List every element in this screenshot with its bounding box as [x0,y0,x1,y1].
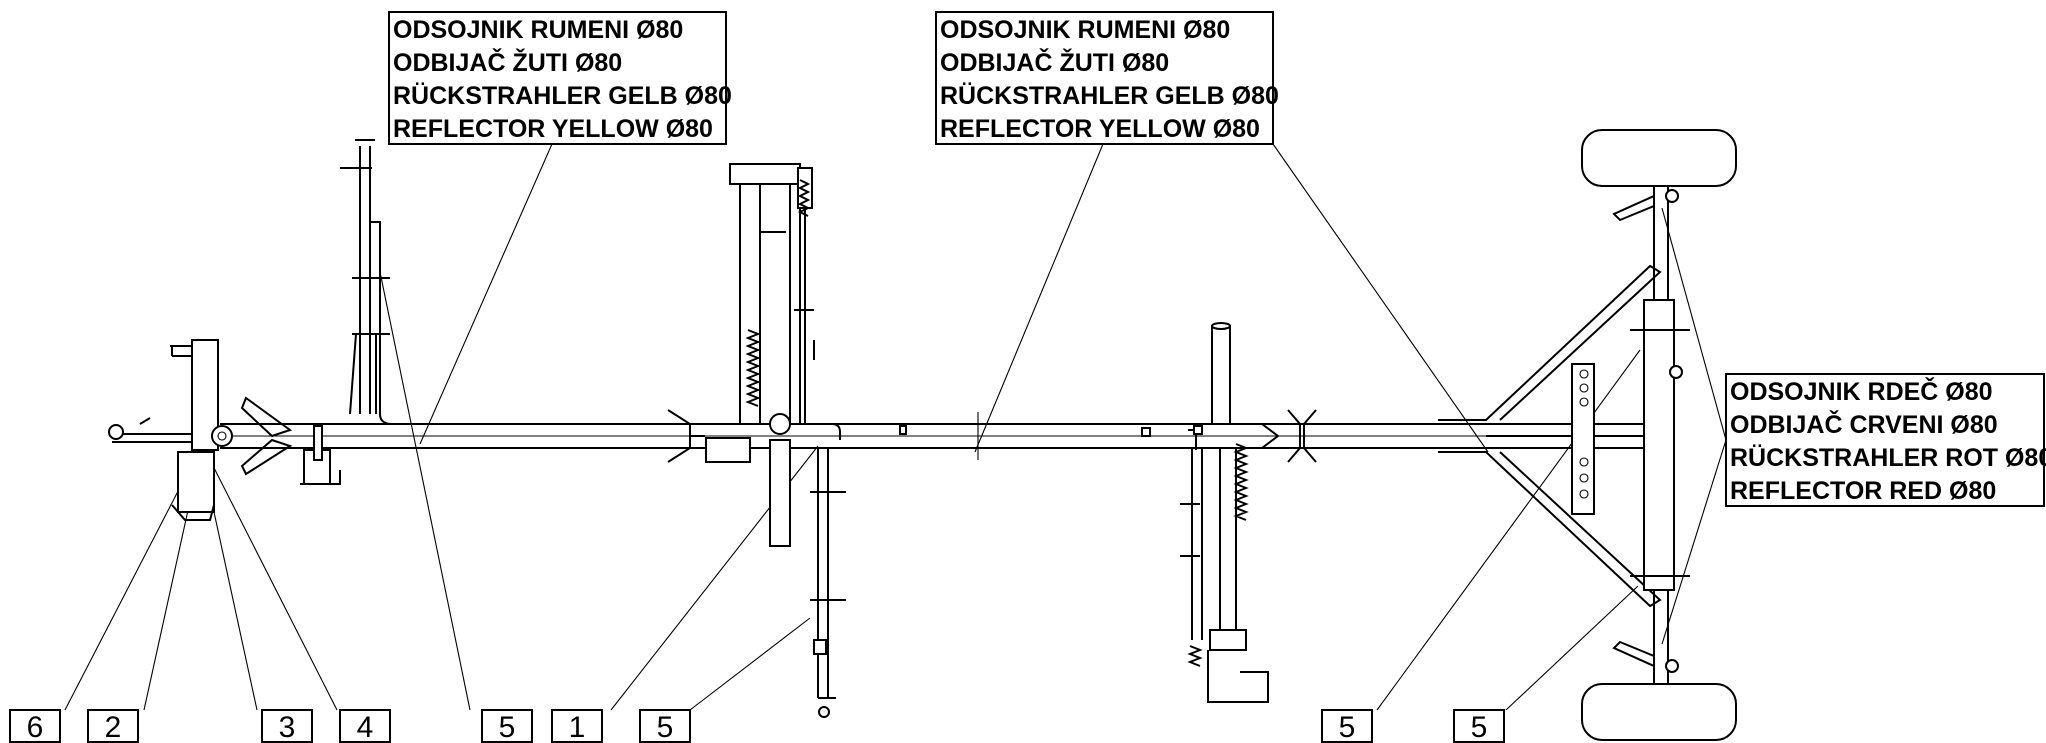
leader-lines [64,143,1727,711]
callout-number: 5 [1339,711,1356,743]
callout-number: 3 [279,711,296,743]
callout-number: 5 [1471,711,1488,743]
callout-number: 5 [657,711,674,743]
left-stand [300,425,341,485]
rotor-assembly-left [667,163,841,547]
callouts: 6 2 3 4 5 1 5 5 5 [9,709,1505,743]
label-box-yellow-left: ODSOJNIK RUMENI Ø80 ODBIJAČ ŽUTI Ø80 RÜC… [388,11,732,145]
callout-number: 1 [569,711,586,743]
label-line: ODSOJNIK RUMENI Ø80 [940,16,1230,44]
label-line: ODSOJNIK RUMENI Ø80 [393,16,683,44]
lower-arm [810,448,846,718]
label-box-yellow-center: ODSOJNIK RUMENI Ø80 ODBIJAČ ŽUTI Ø80 RÜC… [935,11,1279,145]
label-line: ODBIJAČ CRVENI Ø80 [1730,409,1998,439]
label-line: REFLECTOR YELLOW Ø80 [940,115,1260,143]
rotor-assembly-right [1180,322,1269,703]
label-line: ODSOJNIK RDEČ Ø80 [1730,376,1993,406]
callout-number: 2 [105,711,122,743]
center-fittings [899,412,1203,460]
label-line: REFLECTOR RED Ø80 [1730,477,1996,505]
hitch [108,339,293,521]
label-line: RÜCKSTRAHLER ROT Ø80 [1730,443,2046,472]
beam-clamps [1261,409,1317,463]
callout-number: 6 [27,711,44,743]
label-line: REFLECTOR YELLOW Ø80 [393,115,713,143]
label-line: ODBIJAČ ŽUTI Ø80 [393,47,622,77]
label-box-red-right: ODSOJNIK RDEČ Ø80 ODBIJAČ CRVENI Ø80 RÜC… [1725,373,2046,507]
label-line: RÜCKSTRAHLER GELB Ø80 [393,81,732,110]
callout-number: 5 [499,711,516,743]
rear-frame [1438,129,1737,741]
main-beam [210,423,1660,449]
label-line: ODBIJAČ ŽUTI Ø80 [940,47,1169,77]
label-line: RÜCKSTRAHLER GELB Ø80 [940,81,1279,110]
callout-number: 4 [357,711,374,743]
left-post [340,139,393,425]
